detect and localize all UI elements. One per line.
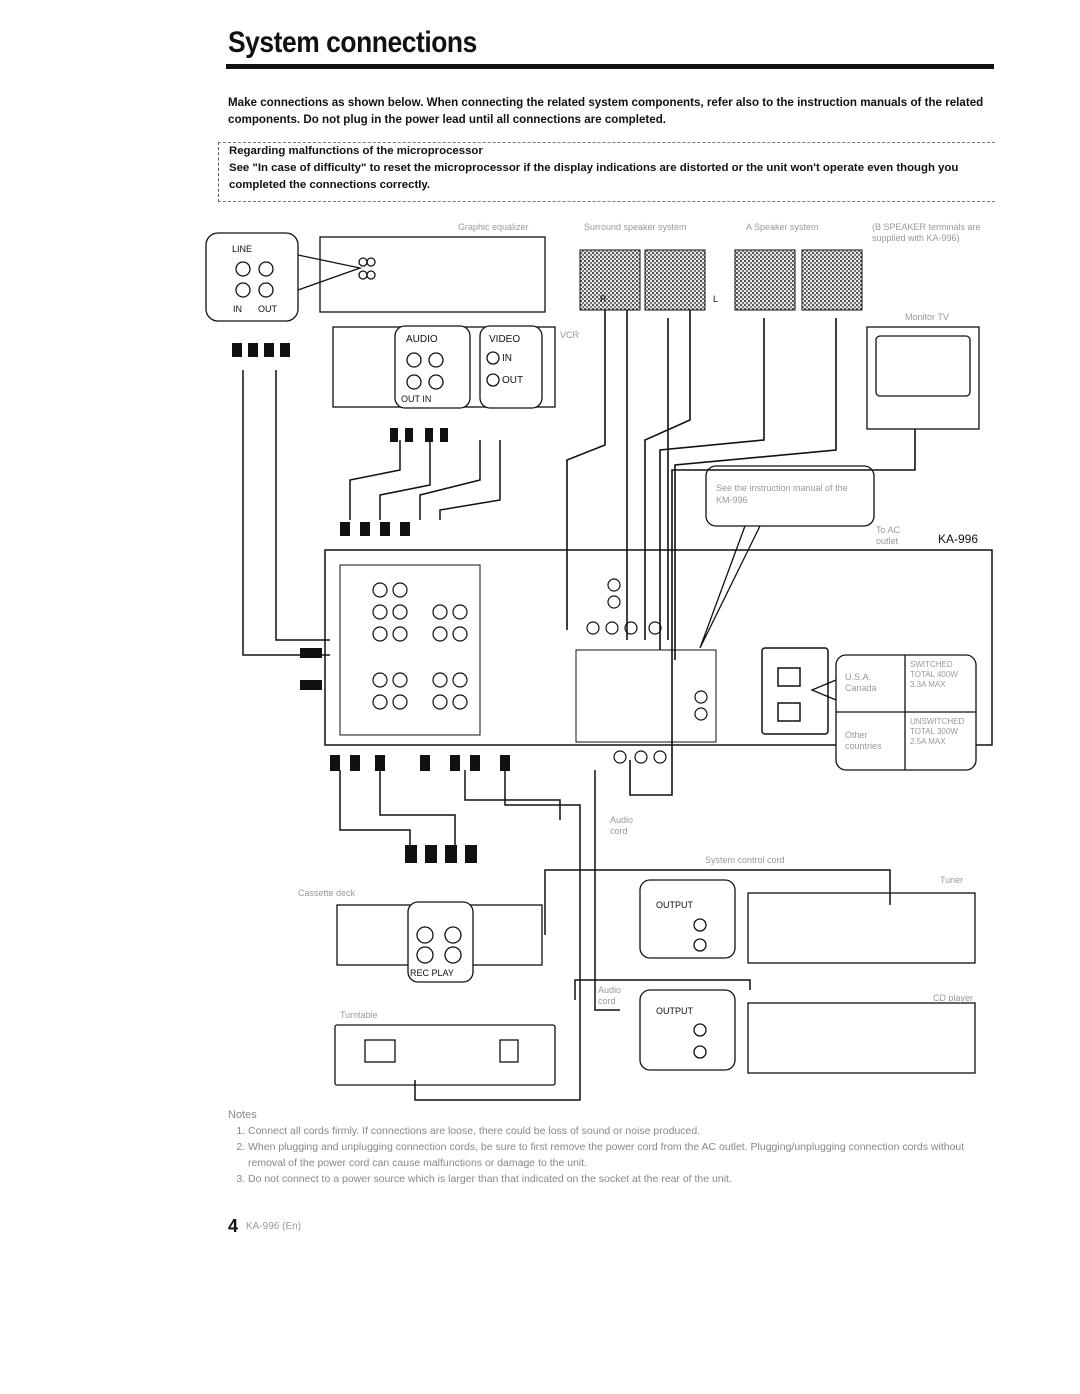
label-audio-out-in: OUT IN bbox=[401, 394, 432, 404]
label-l-plus: L bbox=[713, 294, 719, 304]
microprocessor-note: Regarding malfunctions of the microproce… bbox=[218, 142, 995, 202]
label-surround-speakers: Surround speaker system bbox=[584, 222, 687, 232]
label-audio: AUDIO bbox=[406, 334, 438, 345]
page-code: KA-996 (En) bbox=[246, 1221, 302, 1232]
note-item: When plugging and unplugging connection … bbox=[248, 1139, 998, 1171]
label-cd-player: CD player bbox=[933, 993, 974, 1003]
surround-speakers bbox=[579, 249, 706, 311]
label-rec-play: REC PLAY bbox=[410, 968, 454, 978]
label-audio-cord-1: Audio cord bbox=[610, 815, 634, 836]
label-switched: SWITCHED TOTAL 400W 3.3A MAX bbox=[910, 660, 958, 689]
label-in: IN bbox=[233, 304, 242, 314]
label-line: LINE bbox=[232, 244, 253, 254]
speaker-wires bbox=[566, 310, 837, 660]
cable-plugs bbox=[232, 343, 510, 863]
manual-callout bbox=[699, 465, 875, 649]
label-see-manual: See the instruction manual of the KM-996 bbox=[716, 483, 848, 505]
label-a-speakers: A Speaker system bbox=[746, 222, 819, 232]
note-heading: Regarding malfunctions of the microproce… bbox=[229, 145, 483, 157]
label-video-out: OUT bbox=[502, 375, 524, 386]
label-turntable: Turntable bbox=[340, 1010, 378, 1020]
monitor-tv bbox=[866, 326, 980, 430]
label-model: KA-996 bbox=[938, 532, 979, 546]
amp-jacks bbox=[372, 578, 708, 764]
label-unswitched: UNSWITCHED TOTAL 300W 2.5A MAX bbox=[910, 717, 965, 746]
label-other-countries: Other countries bbox=[845, 730, 882, 751]
monitor-cable bbox=[629, 429, 916, 796]
label-output-1: OUTPUT bbox=[656, 900, 693, 910]
label-cassette-deck: Cassette deck bbox=[298, 888, 356, 898]
signal-cables bbox=[242, 370, 501, 656]
notes-heading: Notes bbox=[228, 1109, 257, 1121]
label-out: OUT bbox=[258, 304, 277, 314]
label-usa-canada: U.S.A. Canada bbox=[845, 672, 877, 693]
label-vcr: VCR bbox=[560, 330, 580, 340]
page-title: System connections bbox=[228, 26, 477, 59]
label-b-speaker-note: (B SPEAKER terminals are supplied with K… bbox=[872, 222, 981, 243]
graphic-equalizer bbox=[319, 236, 546, 313]
label-ac-outlet: To AC outlet bbox=[876, 525, 901, 546]
label-audio-cord-2: Audio cord bbox=[598, 985, 622, 1006]
note-item: Do not connect to a power source which i… bbox=[248, 1171, 998, 1187]
a-speakers bbox=[734, 249, 863, 311]
cassette-deck bbox=[336, 901, 543, 983]
label-monitor-tv: Monitor TV bbox=[905, 312, 949, 322]
label-tuner: Tuner bbox=[940, 875, 964, 885]
turntable bbox=[334, 1024, 556, 1086]
label-graphic-equalizer: Graphic equalizer bbox=[458, 222, 529, 232]
vcr bbox=[332, 325, 556, 409]
note-text: See "In case of difficulty" to reset the… bbox=[229, 162, 959, 191]
amplifier-rear-panel bbox=[324, 549, 993, 746]
note-item: Connect all cords firmly. If connections… bbox=[248, 1123, 998, 1139]
bottom-cables bbox=[339, 770, 891, 1101]
notes-section: Notes Connect all cords firmly. If conne… bbox=[228, 1107, 998, 1187]
label-output-2: OUTPUT bbox=[656, 1006, 693, 1016]
intro-text: Make connections as shown below. When co… bbox=[228, 96, 984, 126]
cd-player bbox=[639, 989, 976, 1074]
title-rule bbox=[226, 64, 994, 69]
label-system-control-cord: System control cord bbox=[705, 855, 785, 865]
line-jack-callout bbox=[205, 232, 363, 322]
ac-outlet-callout bbox=[810, 654, 977, 771]
label-video: VIDEO bbox=[489, 334, 521, 345]
label-r-plus: R bbox=[600, 294, 607, 304]
label-video-in: IN bbox=[502, 353, 512, 364]
page-number: 4 bbox=[228, 1216, 239, 1236]
tuner bbox=[639, 879, 976, 964]
